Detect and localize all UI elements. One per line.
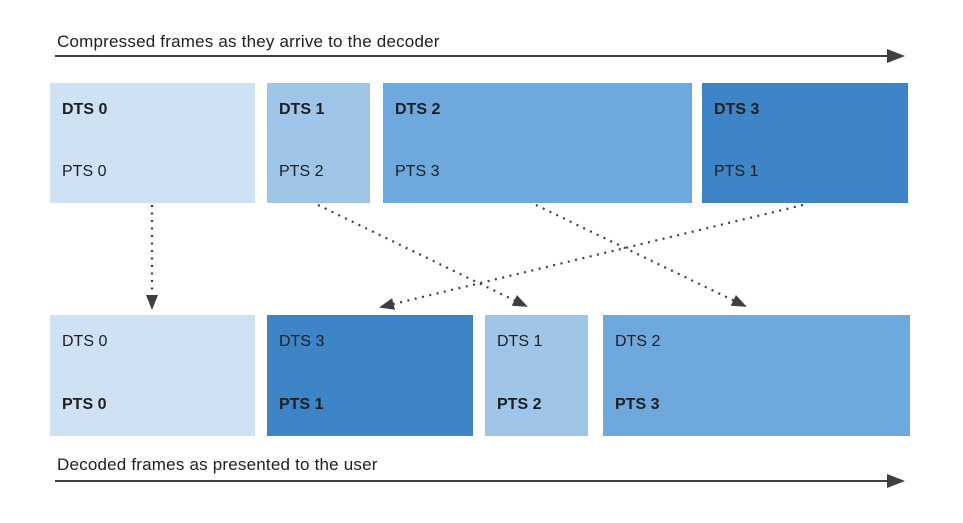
pts-label: PTS 1	[714, 163, 759, 180]
dts-label: DTS 3	[714, 101, 760, 118]
arrow-dts1-to-pts2	[317, 204, 528, 307]
pts-label: PTS 0	[62, 396, 107, 413]
compressed-frame-dts3: DTS 3 PTS 1	[702, 83, 908, 203]
dts-label: DTS 2	[395, 101, 441, 118]
decoded-frame-pts2: DTS 1 PTS 2	[485, 315, 588, 436]
dts-label: DTS 0	[62, 333, 108, 350]
compressed-frame-dts1: DTS 1 PTS 2	[267, 83, 370, 203]
pts-label: PTS 3	[395, 163, 440, 180]
arrow-dts3-to-pts1	[379, 203, 804, 310]
pts-label: PTS 2	[279, 163, 324, 180]
compressed-frame-dts2: DTS 2 PTS 3	[383, 83, 692, 203]
dts-label: DTS 1	[497, 333, 543, 350]
pts-label: PTS 0	[62, 163, 107, 180]
decoded-frame-pts3: DTS 2 PTS 3	[603, 315, 910, 436]
dts-label: DTS 0	[62, 101, 108, 118]
dts-label: DTS 1	[279, 101, 325, 118]
arrow-dts2-to-pts3	[535, 204, 747, 307]
compressed-frame-dts0: DTS 0 PTS 0	[50, 83, 255, 203]
pts-label: PTS 2	[497, 396, 542, 413]
compressed-frames-label: Compressed frames as they arrive to the …	[57, 32, 440, 51]
decoded-frames-label: Decoded frames as presented to the user	[57, 455, 378, 474]
dts-label: DTS 2	[615, 333, 661, 350]
decoded-frame-pts1: DTS 3 PTS 1	[267, 315, 473, 436]
decoded-frame-pts0: DTS 0 PTS 0	[50, 315, 255, 436]
pts-label: PTS 1	[279, 396, 324, 413]
pts-label: PTS 3	[615, 396, 660, 413]
dts-label: DTS 3	[279, 333, 325, 350]
